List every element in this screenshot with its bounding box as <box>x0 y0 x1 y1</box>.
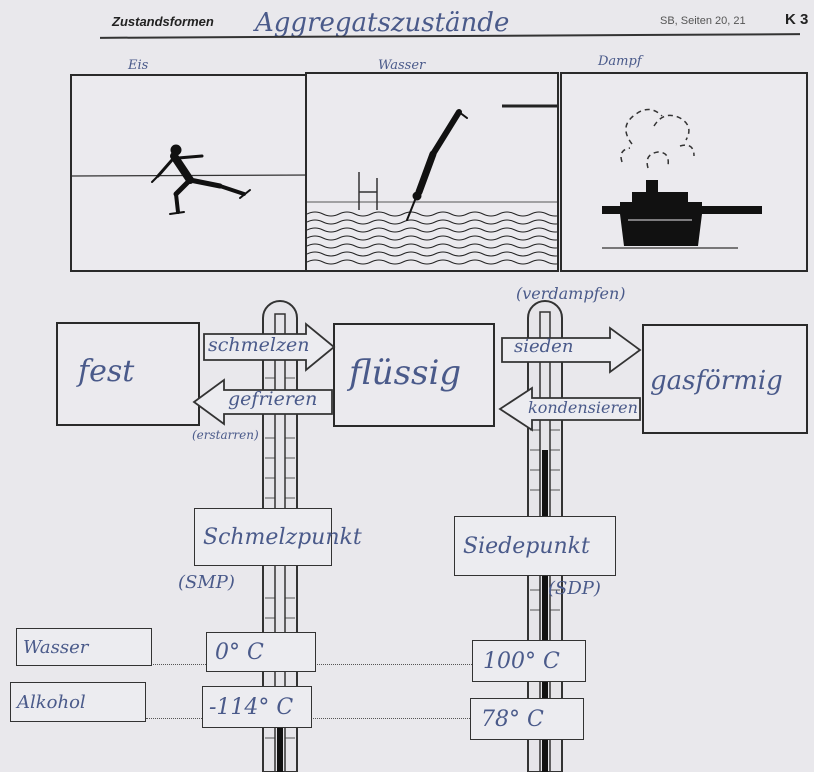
substance-name: Wasser <box>23 636 89 658</box>
freezing-label: gefrieren <box>228 388 318 410</box>
melting-arrow <box>203 322 336 372</box>
boiling-point-box: Siedepunkt <box>454 516 616 576</box>
melting-point-box: Schmelzpunkt <box>194 508 362 566</box>
condensing-arrow <box>498 386 641 432</box>
melting-value-box: -114° C <box>202 686 312 728</box>
boiling-point-abbr: (SDP) <box>548 578 601 599</box>
boiling-value-box: 78° C <box>470 698 584 740</box>
melting-value-box: 0° C <box>206 632 316 672</box>
substance-name-box: Alkohol <box>10 682 146 722</box>
boiling-value: 78° C <box>481 706 544 732</box>
section-title: Zustandsformen <box>112 14 214 29</box>
ice-picture-frame <box>70 74 316 272</box>
melting-label: schmelzen <box>208 334 310 356</box>
freezing-alt-label: (erstarren) <box>192 428 259 442</box>
ice-picture-label: Eis <box>128 58 149 73</box>
pressure-cooker-illustration <box>602 108 762 249</box>
boiling-value: 100° C <box>483 648 560 674</box>
liquid-state-label: flüssig <box>349 353 462 393</box>
melting-value: -114° C <box>209 694 294 720</box>
boiling-value-box: 100° C <box>472 640 586 682</box>
melting-point-abbr: (SMP) <box>178 572 235 593</box>
substance-name-box: Wasser <box>16 628 152 666</box>
steam-picture-label: Dampf <box>598 54 642 69</box>
water-picture-label: Wasser <box>378 58 426 73</box>
melting-value: 0° C <box>215 639 264 665</box>
ice-skater-illustration <box>71 144 315 215</box>
gas-state-label: gasförmig <box>650 366 783 396</box>
boiling-point-label: Siedepunkt <box>463 533 590 559</box>
solid-state-label: fest <box>78 354 135 389</box>
page-title: Aggregatszustände <box>255 8 510 38</box>
condensing-label: kondensieren <box>528 398 638 417</box>
boiling-label: sieden <box>514 336 574 357</box>
boiling-alt-label: (verdampfen) <box>516 284 626 303</box>
water-picture-frame <box>305 72 564 272</box>
melting-point-label: Schmelzpunkt <box>203 524 362 550</box>
steam-picture-frame <box>560 72 808 272</box>
alcohol-guide-line <box>146 718 478 719</box>
gas-state-box: gasförmig <box>642 324 808 434</box>
solid-state-box: fest <box>56 322 200 426</box>
diver-illustration <box>306 104 564 265</box>
sheet-code: K 3 <box>785 11 809 28</box>
boiling-arrow <box>501 326 642 374</box>
substance-name: Alkohol <box>17 691 86 713</box>
liquid-state-box: flüssig <box>333 323 495 427</box>
page-reference: SB, Seiten 20, 21 <box>660 15 746 27</box>
freezing-arrow <box>192 378 333 426</box>
